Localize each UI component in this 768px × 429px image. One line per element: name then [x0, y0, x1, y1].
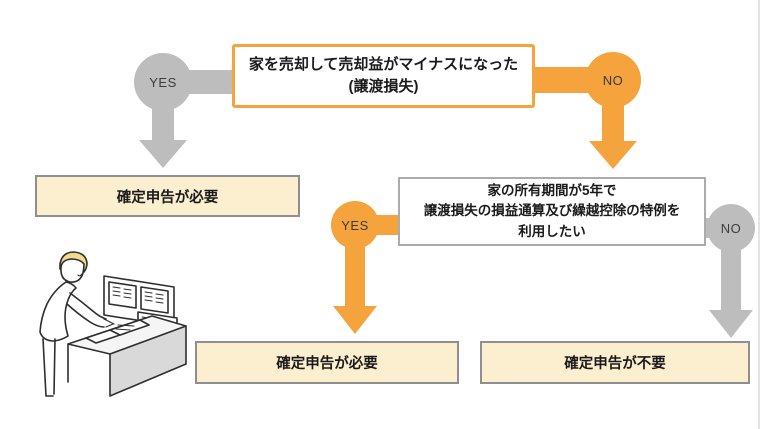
q2-no-label: NO — [720, 220, 742, 236]
q2-no-arrow-shaft — [721, 249, 741, 310]
q2-yes-arrowhead-icon — [333, 306, 377, 334]
q2-yes-label: YES — [341, 217, 369, 233]
result-right-label: 確定申告が不要 — [564, 356, 666, 372]
result-box-filing-required-left: 確定申告が必要 — [35, 175, 300, 217]
page-edge-divider — [758, 0, 760, 429]
q1-yes-label: YES — [149, 74, 177, 90]
result-mid-label: 確定申告が必要 — [276, 356, 378, 372]
question-box-ownership-special-provision: 家の所有期間が5年で 譲渡損失の損益通算及び繰越控除の特例を 利用したい — [398, 177, 706, 246]
q1-no-arrowhead-icon — [589, 141, 637, 169]
result-left-label: 確定申告が必要 — [116, 189, 219, 206]
q2-yes-badge: YES — [331, 201, 379, 249]
q2-no-arrowhead-icon — [709, 310, 753, 338]
q1-no-badge: NO — [585, 52, 641, 108]
result-box-filing-not-required: 確定申告が不要 — [480, 341, 750, 384]
q1-no-label: NO — [602, 72, 624, 88]
question2-line2: 譲渡損失の損益通算及び繰越控除の特例を — [423, 203, 681, 219]
q1-yes-arrowhead-icon — [139, 140, 187, 168]
q1-no-arrow-shaft — [602, 104, 624, 142]
q2-no-badge: NO — [707, 204, 755, 252]
q2-yes-arrow-shaft — [345, 247, 365, 307]
question1-line1: 家を売却して売却益がマイナスになった — [248, 56, 519, 74]
result-box-filing-required-bottom: 確定申告が必要 — [195, 341, 459, 384]
question-box-sold-house-loss: 家を売却して売却益がマイナスになった (譲渡損失) — [232, 44, 535, 108]
person-writing-at-desk-illustration — [39, 251, 187, 397]
question1-line2: (譲渡損失) — [348, 78, 419, 95]
question2-line3: 利用したい — [518, 223, 586, 239]
q1-yes-badge: YES — [134, 53, 192, 111]
question2-line1: 家の所有期間が5年で — [487, 183, 617, 199]
